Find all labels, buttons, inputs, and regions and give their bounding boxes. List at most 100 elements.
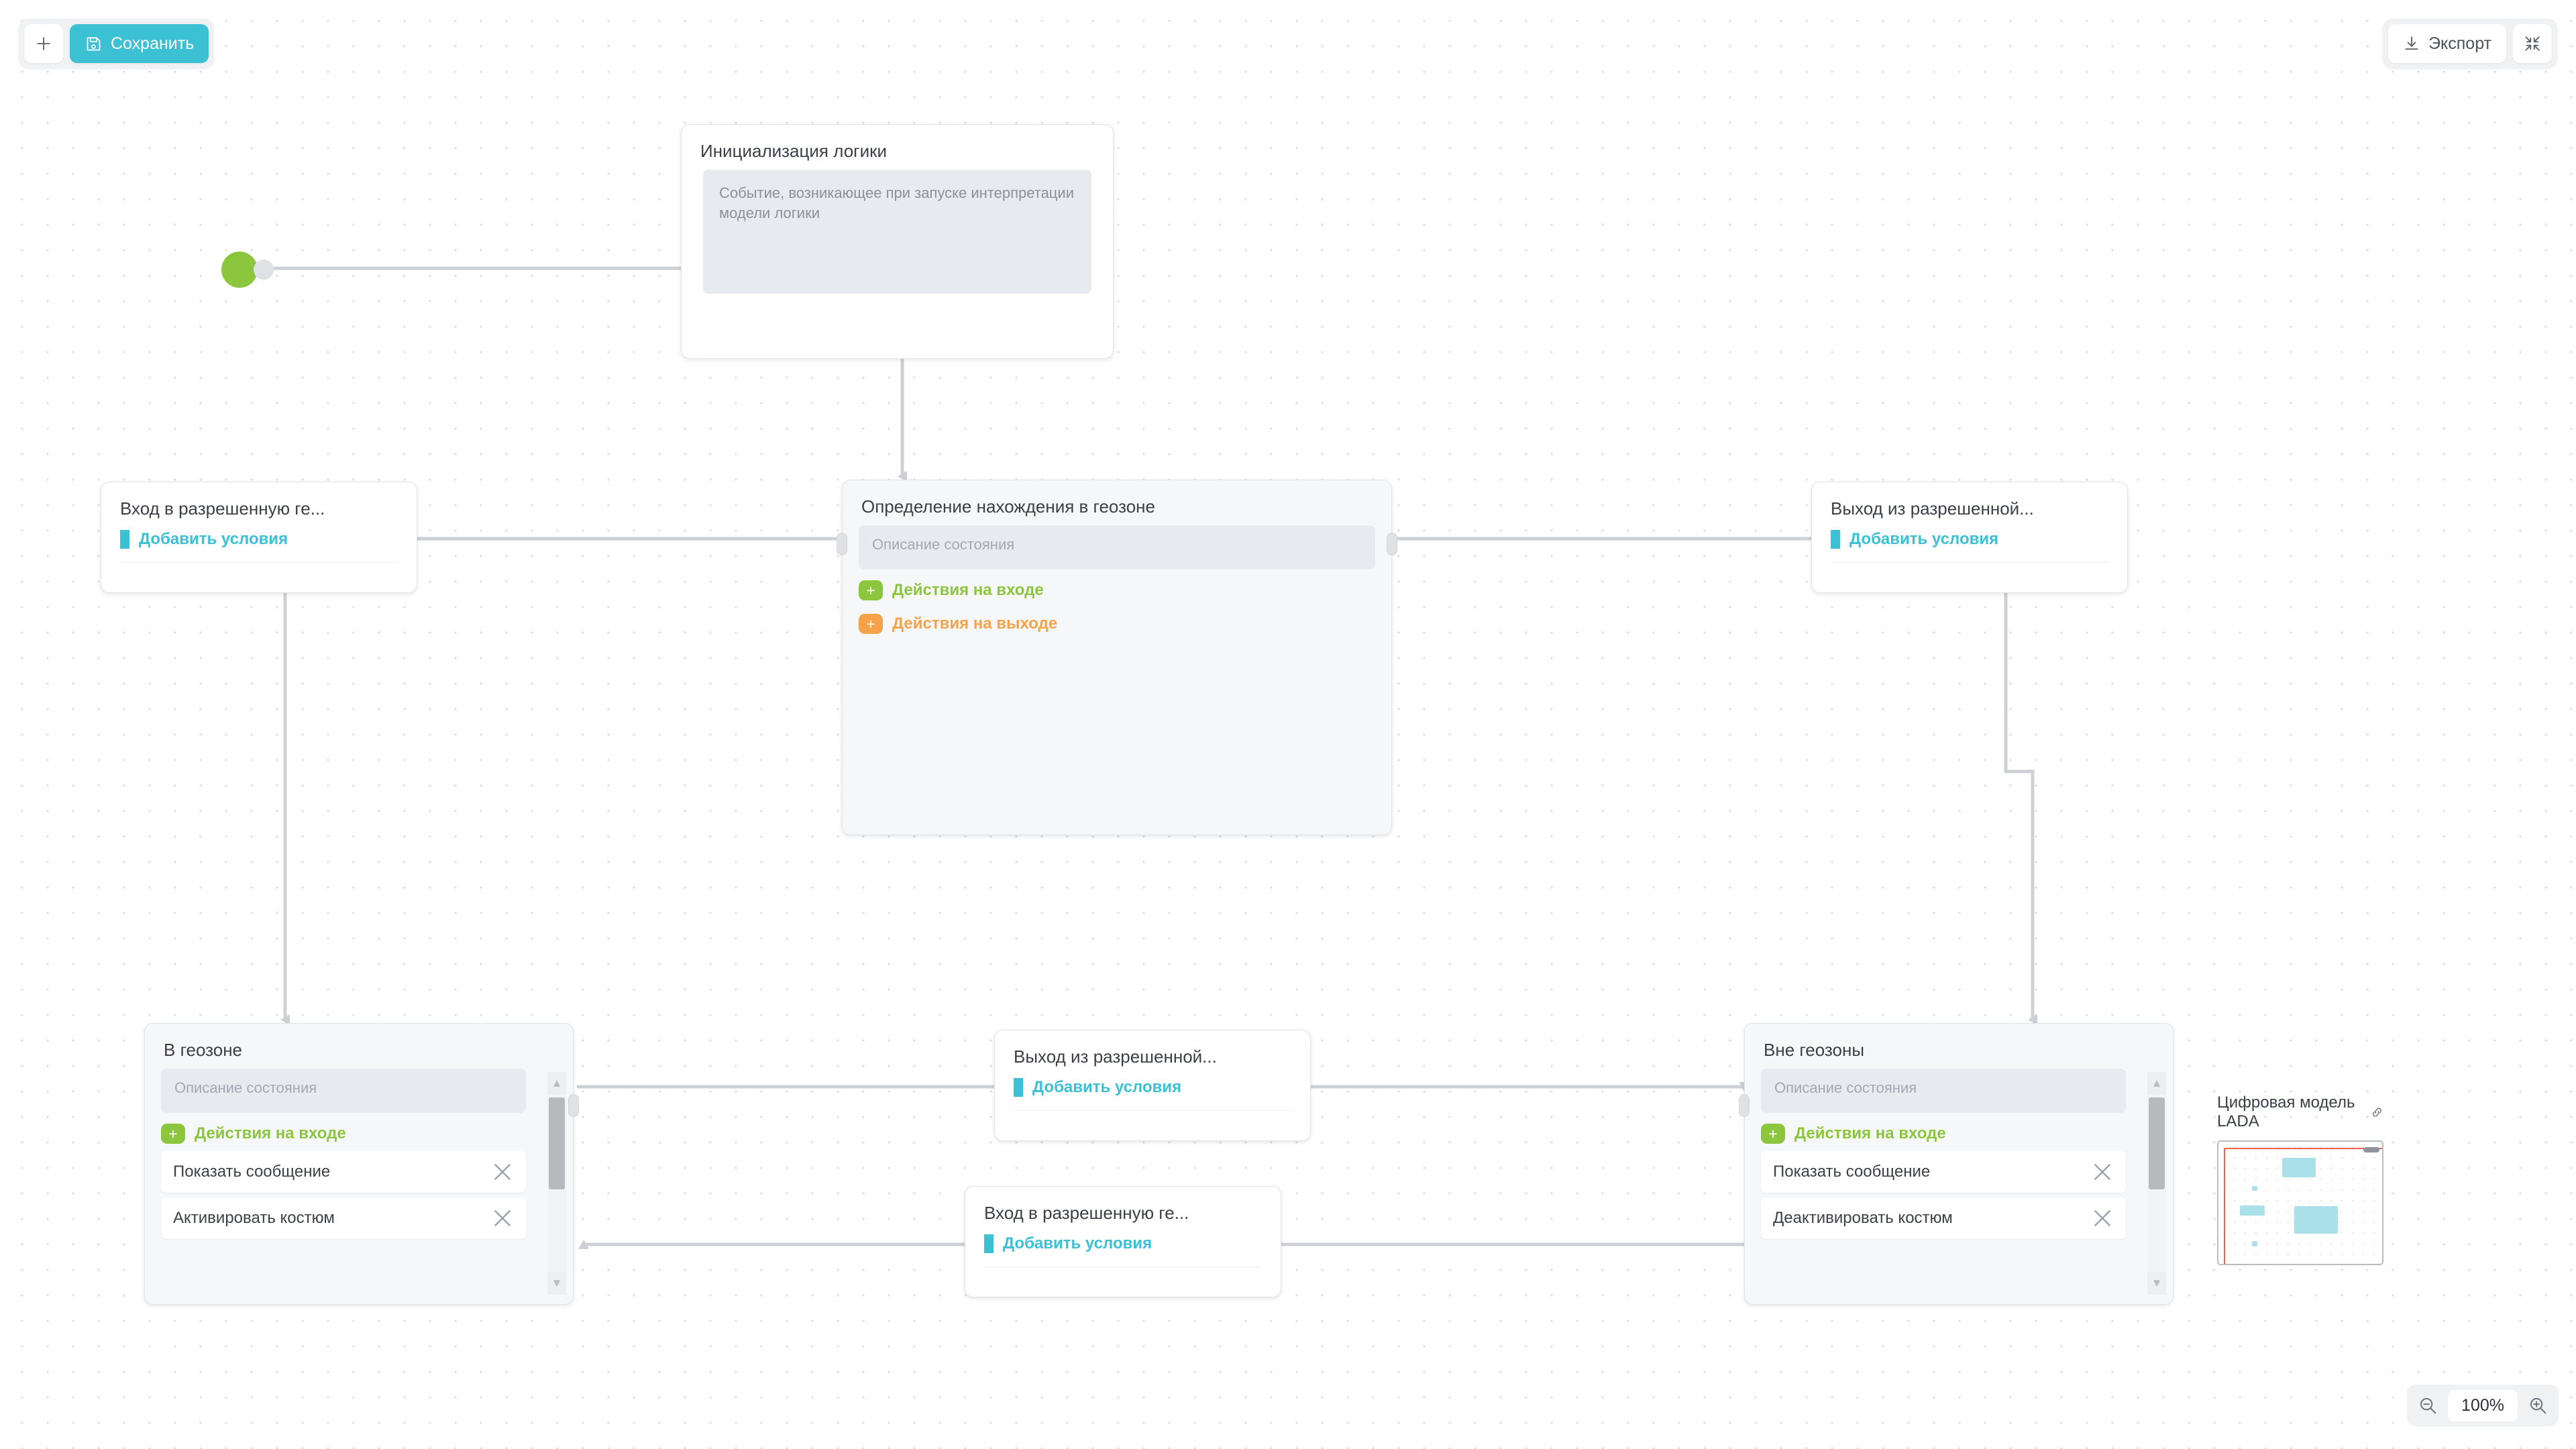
node-init-logic[interactable]: Инициализация логики Событие, возникающе… — [681, 124, 1114, 359]
plus-icon: + — [1831, 530, 1841, 549]
zoom-in-icon — [2530, 1398, 2546, 1414]
add-enter-actions-label: Действия на входе — [195, 1124, 346, 1142]
plus-icon: + — [1014, 1078, 1024, 1097]
transition-exit-allowed-middle[interactable]: Выход из разрешенной... + Добавить услов… — [994, 1030, 1311, 1141]
add-enter-actions-label: Действия на входе — [892, 581, 1044, 599]
add-conditions-button[interactable]: + Добавить условия — [965, 1232, 1281, 1253]
close-x-icon[interactable] — [2091, 1161, 2114, 1183]
toolbar-right: Экспорт — [2383, 19, 2557, 68]
node-out-geozone-title: Вне геозоны — [1764, 1040, 1865, 1060]
node-out-geozone-description[interactable]: Описание состояния — [1761, 1069, 2126, 1113]
action-item[interactable]: Активировать костюм — [161, 1197, 526, 1239]
node-init-logic-description: Событие, возникающее при запуске интерпр… — [703, 170, 1091, 294]
add-conditions-button[interactable]: + Добавить условия — [101, 527, 417, 549]
zoom-in-button[interactable] — [2522, 1389, 2554, 1421]
node-out-geozone-handle-left[interactable] — [1739, 1094, 1750, 1117]
plus-icon: + — [1761, 1124, 1785, 1144]
start-event-node[interactable] — [221, 252, 258, 288]
node-out-geozone-scrollbar[interactable]: ▲ ▼ — [2147, 1072, 2166, 1295]
scrollbar-track[interactable] — [547, 1095, 566, 1272]
scrollbar-thumb[interactable] — [2149, 1097, 2165, 1190]
close-x-icon[interactable] — [2091, 1207, 2114, 1230]
plus-icon — [37, 37, 50, 50]
node-in-geozone-title: В геозоне — [164, 1040, 243, 1060]
export-button-label: Экспорт — [2428, 34, 2491, 53]
close-x-icon[interactable] — [491, 1161, 514, 1183]
save-button-label: Сохранить — [111, 34, 195, 53]
caret-up-icon[interactable]: ▲ — [2147, 1072, 2166, 1095]
save-button[interactable]: Сохранить — [70, 24, 209, 63]
add-exit-actions-label: Действия на выходе — [892, 614, 1058, 633]
minimap-node — [2240, 1205, 2265, 1216]
minimap-title: Цифровая модель LADA — [2217, 1093, 2355, 1130]
transition-title: Вход в разрешенную ге... — [120, 498, 325, 519]
add-node-button[interactable] — [24, 24, 63, 63]
minimap-scroll-indicator[interactable] — [2363, 1147, 2379, 1152]
transition-exit-allowed-right[interactable]: Выход из разрешенной... + Добавить услов… — [1811, 482, 2128, 593]
minimap-viewport-control[interactable] — [2217, 1140, 2383, 1265]
minimap-viewport-rect[interactable] — [2224, 1148, 2382, 1264]
divider — [1831, 562, 2108, 563]
node-geozone-detection[interactable]: Определение нахождения в геозоне Описани… — [837, 480, 1397, 835]
minimap-node — [2252, 1186, 2257, 1191]
action-item[interactable]: Деактивировать костюм — [1761, 1197, 2126, 1239]
add-conditions-button[interactable]: + Добавить условия — [1812, 527, 2127, 549]
scrollbar-thumb[interactable] — [549, 1097, 565, 1190]
plus-icon: + — [161, 1124, 185, 1144]
floppy-disk-icon — [87, 37, 101, 50]
node-out-geozone[interactable]: Вне геозоны Описание состояния + Действи… — [1739, 1023, 2174, 1305]
node-in-geozone-handle-right[interactable] — [568, 1094, 579, 1117]
action-item-label: Деактивировать костюм — [1773, 1209, 1953, 1227]
add-enter-actions-button[interactable]: + Действия на входе — [1745, 1113, 2173, 1146]
add-enter-actions-button[interactable]: + Действия на входе — [145, 1113, 573, 1146]
minimap-label-row: Цифровая модель LADA — [2217, 1093, 2383, 1131]
add-enter-actions-label: Действия на входе — [1794, 1124, 1946, 1142]
zoom-out-button[interactable] — [2412, 1389, 2444, 1421]
divider — [1014, 1110, 1291, 1111]
export-button[interactable]: Экспорт — [2388, 24, 2506, 63]
node-init-logic-title: Инициализация логики — [700, 141, 888, 161]
node-geozone-detection-title: Определение нахождения в геозоне — [861, 496, 1156, 517]
close-x-icon[interactable] — [491, 1207, 514, 1230]
start-node-handle[interactable] — [254, 260, 274, 280]
node-geozone-detection-description[interactable]: Описание состояния — [859, 525, 1375, 570]
collapse-button[interactable] — [2513, 24, 2552, 63]
link-icon[interactable] — [2371, 1104, 2383, 1120]
action-item[interactable]: Показать сообщение — [1761, 1151, 2126, 1193]
caret-up-icon[interactable]: ▲ — [547, 1072, 566, 1095]
download-icon — [2405, 36, 2418, 50]
collapse-arrows-icon — [2525, 36, 2540, 51]
minimap-node — [2252, 1241, 2257, 1246]
minimap-node — [2282, 1158, 2316, 1177]
caret-down-icon[interactable]: ▼ — [2147, 1272, 2166, 1295]
node-geozone-handle-right[interactable] — [1387, 533, 1397, 555]
node-geozone-handle-left[interactable] — [837, 533, 847, 555]
transition-enter-allowed-left[interactable]: Вход в разрешенную ге... + Добавить усло… — [101, 482, 417, 593]
action-item-label: Показать сообщение — [1773, 1163, 1931, 1181]
action-item-label: Активировать костюм — [173, 1209, 335, 1227]
node-in-geozone[interactable]: В геозоне Описание состояния + Действия … — [144, 1023, 579, 1305]
minimap-panel: Цифровая модель LADA — [2217, 1093, 2383, 1265]
zoom-control: 100% — [2407, 1385, 2559, 1426]
add-conditions-label: Добавить условия — [1032, 1078, 1182, 1096]
node-in-geozone-scrollbar[interactable]: ▲ ▼ — [547, 1072, 566, 1295]
transition-title: Вход в разрешенную ге... — [984, 1203, 1189, 1223]
plus-icon: + — [859, 614, 883, 634]
transition-enter-allowed-middle[interactable]: Вход в разрешенную ге... + Добавить усло… — [965, 1186, 1281, 1297]
action-item[interactable]: Показать сообщение — [161, 1151, 526, 1193]
transition-title: Выход из разрешенной... — [1831, 498, 2034, 519]
plus-icon: + — [859, 580, 883, 600]
add-exit-actions-button[interactable]: + Действия на выходе — [843, 603, 1391, 637]
action-item-label: Показать сообщение — [173, 1163, 331, 1181]
add-conditions-label: Добавить условия — [1849, 530, 1999, 548]
add-enter-actions-button[interactable]: + Действия на входе — [843, 570, 1391, 603]
transition-title: Выход из разрешенной... — [1014, 1046, 1217, 1067]
zoom-level-value[interactable]: 100% — [2448, 1389, 2518, 1421]
add-conditions-button[interactable]: + Добавить условия — [995, 1075, 1310, 1097]
caret-down-icon[interactable]: ▼ — [547, 1272, 566, 1295]
plus-icon: + — [120, 530, 130, 549]
plus-icon: + — [984, 1234, 994, 1253]
node-in-geozone-description[interactable]: Описание состояния — [161, 1069, 526, 1113]
scrollbar-track[interactable] — [2147, 1095, 2166, 1272]
